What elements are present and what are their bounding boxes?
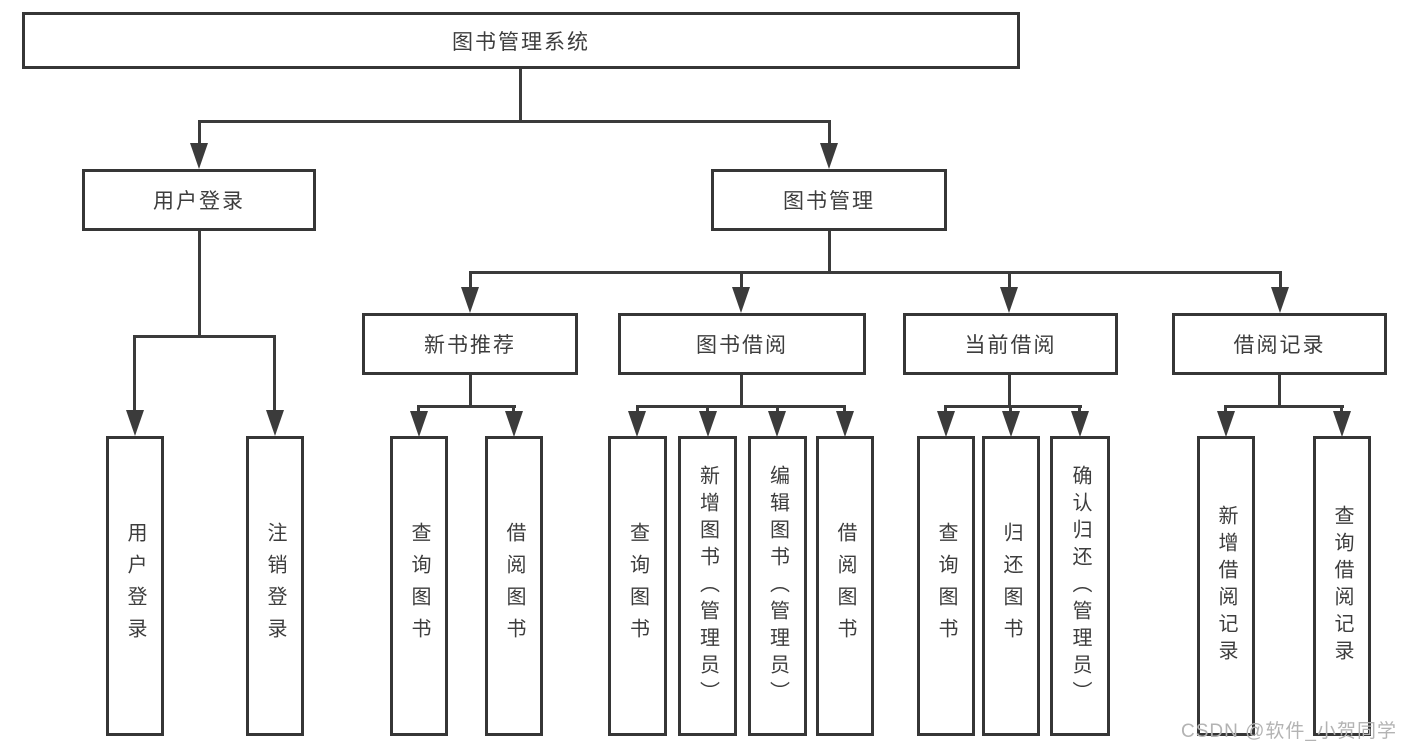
node-system-root: 图书管理系统 — [22, 12, 1020, 69]
connector-line — [133, 335, 276, 338]
leaf-logout: 注销登录 — [246, 436, 304, 736]
leaf-borrow-books-recommend: 借阅图书 — [485, 436, 543, 736]
arrow-down-icon — [1002, 411, 1020, 437]
connector-line — [469, 375, 472, 407]
leaf-edit-book-admin: 编辑图书（管理员） — [748, 436, 807, 736]
connector-line — [417, 405, 516, 408]
connector-line — [828, 231, 831, 273]
connector-line — [776, 407, 779, 413]
arrow-down-icon — [1071, 411, 1089, 437]
connector-line — [828, 122, 831, 146]
arrow-down-icon — [937, 411, 955, 437]
leaf-query-books-borrow-label: 查询图书 — [626, 522, 649, 650]
arrow-down-icon — [768, 411, 786, 437]
connector-line — [198, 122, 201, 146]
connector-line — [636, 407, 639, 413]
leaf-query-borrow-record-label: 查询借阅记录 — [1331, 505, 1353, 667]
connector-line — [273, 337, 276, 412]
connector-line — [1078, 407, 1081, 413]
connector-line — [843, 407, 846, 413]
arrow-down-icon — [505, 411, 523, 437]
node-current-borrow: 当前借阅 — [903, 313, 1118, 375]
connector-line — [1008, 273, 1011, 289]
connector-line — [512, 407, 515, 413]
leaf-query-books-borrow: 查询图书 — [608, 436, 667, 736]
node-user-login: 用户登录 — [82, 169, 316, 231]
leaf-confirm-return-admin: 确认归还（管理员） — [1050, 436, 1110, 736]
leaf-confirm-return-admin-label: 确认归还（管理员） — [1069, 464, 1091, 708]
arrow-down-icon — [1217, 411, 1235, 437]
connector-line — [133, 337, 136, 412]
arrow-down-icon — [732, 287, 750, 313]
connector-line — [198, 231, 201, 337]
leaf-query-books-current: 查询图书 — [917, 436, 975, 736]
arrow-down-icon — [1271, 287, 1289, 313]
arrow-down-icon — [1333, 411, 1351, 437]
leaf-query-books-current-label: 查询图书 — [935, 522, 957, 650]
node-user-login-label: 用户登录 — [153, 190, 245, 213]
arrow-down-icon — [820, 143, 838, 169]
leaf-user-login: 用户登录 — [106, 436, 164, 736]
connector-line — [1224, 405, 1344, 408]
connector-line — [1224, 407, 1227, 413]
arrow-down-icon — [190, 143, 208, 169]
leaf-query-borrow-record: 查询借阅记录 — [1313, 436, 1371, 736]
csdn-watermark: CSDN @软件_小贺同学 — [1181, 721, 1397, 742]
connector-line — [636, 405, 846, 408]
arrow-down-icon — [461, 287, 479, 313]
node-book-borrow: 图书借阅 — [618, 313, 866, 375]
leaf-return-book-label: 归还图书 — [1000, 522, 1022, 650]
leaf-logout-label: 注销登录 — [264, 522, 286, 650]
node-system-root-label: 图书管理系统 — [452, 30, 590, 54]
leaf-borrow-books-label: 借阅图书 — [834, 522, 856, 650]
connector-line — [519, 69, 522, 123]
node-book-management-label: 图书管理 — [783, 190, 875, 213]
arrow-down-icon — [699, 411, 717, 437]
node-book-borrow-label: 图书借阅 — [696, 334, 788, 357]
connector-line — [469, 273, 472, 289]
connector-line — [740, 273, 743, 289]
leaf-borrow-books-recommend-label: 借阅图书 — [503, 522, 525, 650]
leaf-query-books-recommend-label: 查询图书 — [408, 522, 430, 650]
leaf-query-books-recommend: 查询图书 — [390, 436, 448, 736]
node-new-book-recommend-label: 新书推荐 — [424, 334, 516, 357]
node-borrow-records: 借阅记录 — [1172, 313, 1387, 375]
connector-line — [1279, 273, 1282, 289]
node-new-book-recommend: 新书推荐 — [362, 313, 578, 375]
connector-line — [740, 375, 743, 407]
arrow-down-icon — [628, 411, 646, 437]
leaf-user-login-label: 用户登录 — [124, 522, 146, 650]
arrow-down-icon — [1000, 287, 1018, 313]
arrow-down-icon — [126, 410, 144, 436]
connector-line — [469, 271, 1282, 274]
connector-line — [1009, 407, 1012, 413]
arrow-down-icon — [836, 411, 854, 437]
leaf-add-book-admin-label: 新增图书（管理员） — [696, 464, 719, 708]
leaf-return-book: 归还图书 — [982, 436, 1040, 736]
node-borrow-records-label: 借阅记录 — [1233, 334, 1326, 357]
connector-line — [198, 120, 831, 123]
arrow-down-icon — [266, 410, 284, 436]
connector-line — [1008, 375, 1011, 407]
connector-line — [944, 405, 1082, 408]
arrow-down-icon — [410, 411, 428, 437]
leaf-add-borrow-record-label: 新增借阅记录 — [1215, 505, 1237, 667]
leaf-add-borrow-record: 新增借阅记录 — [1197, 436, 1255, 736]
connector-line — [706, 407, 709, 413]
leaf-add-book-admin: 新增图书（管理员） — [678, 436, 737, 736]
connector-line — [1278, 375, 1281, 407]
leaf-borrow-books: 借阅图书 — [816, 436, 874, 736]
leaf-edit-book-admin-label: 编辑图书（管理员） — [766, 464, 789, 708]
connector-line — [417, 407, 420, 413]
connector-line — [1340, 407, 1343, 413]
connector-line — [944, 407, 947, 413]
node-book-management: 图书管理 — [711, 169, 947, 231]
node-current-borrow-label: 当前借阅 — [964, 334, 1057, 357]
